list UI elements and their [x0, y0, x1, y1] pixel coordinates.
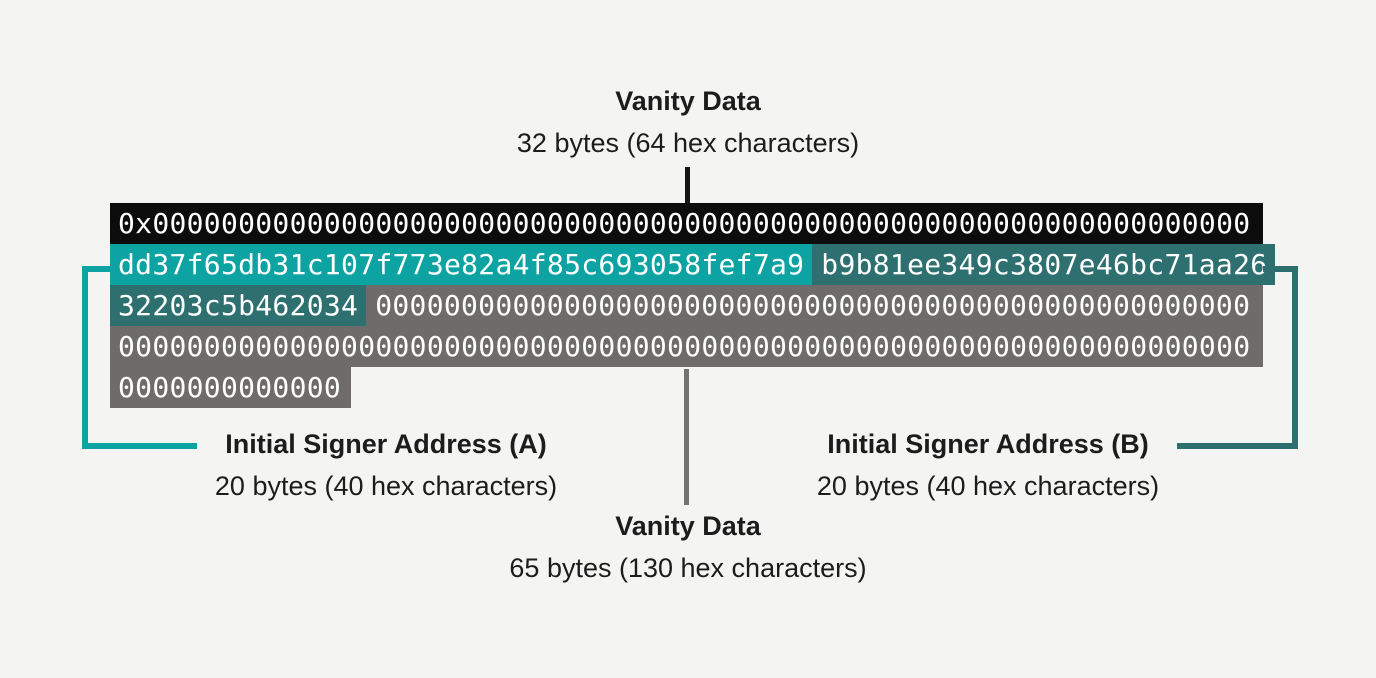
signer-a-subtitle: 20 bytes (40 hex characters) — [214, 471, 558, 501]
signer-a-bracket-vertical — [82, 266, 88, 449]
signer-a-segment: dd37f65db31c107f773e82a4f85c693058fef7a9 — [110, 244, 813, 285]
signer-b-segment-part1: b9b81ee349c3807e46bc71aa26 — [812, 244, 1276, 285]
top-connector-line — [685, 167, 690, 203]
signer-b-label: Initial Signer Address (B) 20 bytes (40 … — [817, 429, 1159, 501]
vanity-data-top-label: Vanity Data 32 bytes (64 hex characters) — [517, 86, 859, 158]
hex-row-signer-addresses: dd37f65db31c107f773e82a4f85c693058fef7a9… — [110, 244, 1276, 285]
hex-row-zero-padding: 0000000000000000000000000000000000000000… — [110, 326, 1263, 367]
signer-b-bracket-tick — [1263, 266, 1298, 272]
bottom-connector-line — [684, 369, 689, 505]
signer-a-title: Initial Signer Address (A) — [225, 429, 547, 459]
signer-b-title: Initial Signer Address (B) — [827, 429, 1149, 459]
signer-b-segment-part2: 32203c5b462034 — [110, 285, 367, 326]
vanity-data-top-title: Vanity Data — [615, 86, 761, 116]
vanity-data-top-subtitle: 32 bytes (64 hex characters) — [516, 128, 860, 158]
vanity-data-bottom-title: Vanity Data — [615, 511, 761, 541]
hex-row-vanity-prefix: 0x00000000000000000000000000000000000000… — [110, 203, 1263, 244]
signer-b-bracket-horizontal — [1177, 443, 1298, 449]
zero-padding-segment-2: 0000000000000000000000000000000000000000… — [110, 326, 1263, 367]
signer-b-bracket-vertical — [1292, 266, 1298, 449]
hex-row-signer-b-wrap: 32203c5b462034 0000000000000000000000000… — [110, 285, 1263, 326]
signer-a-bracket-horizontal — [82, 443, 197, 449]
vanity-data-bottom-label: Vanity Data 65 bytes (130 hex characters… — [509, 511, 866, 583]
hex-data-block: 0x00000000000000000000000000000000000000… — [110, 203, 1276, 408]
hex-row-zero-padding-tail: 0000000000000 — [110, 367, 1263, 408]
zero-padding-segment-3: 0000000000000 — [110, 367, 352, 408]
zero-padding-segment-1: 0000000000000000000000000000000000000000… — [366, 285, 1263, 326]
signer-a-bracket-tick — [82, 266, 110, 272]
signer-a-label: Initial Signer Address (A) 20 bytes (40 … — [215, 429, 557, 501]
vanity-prefix-segment: 0x00000000000000000000000000000000000000… — [110, 203, 1263, 244]
vanity-data-bottom-subtitle: 65 bytes (130 hex characters) — [509, 553, 867, 583]
signer-b-subtitle: 20 bytes (40 hex characters) — [816, 471, 1160, 501]
